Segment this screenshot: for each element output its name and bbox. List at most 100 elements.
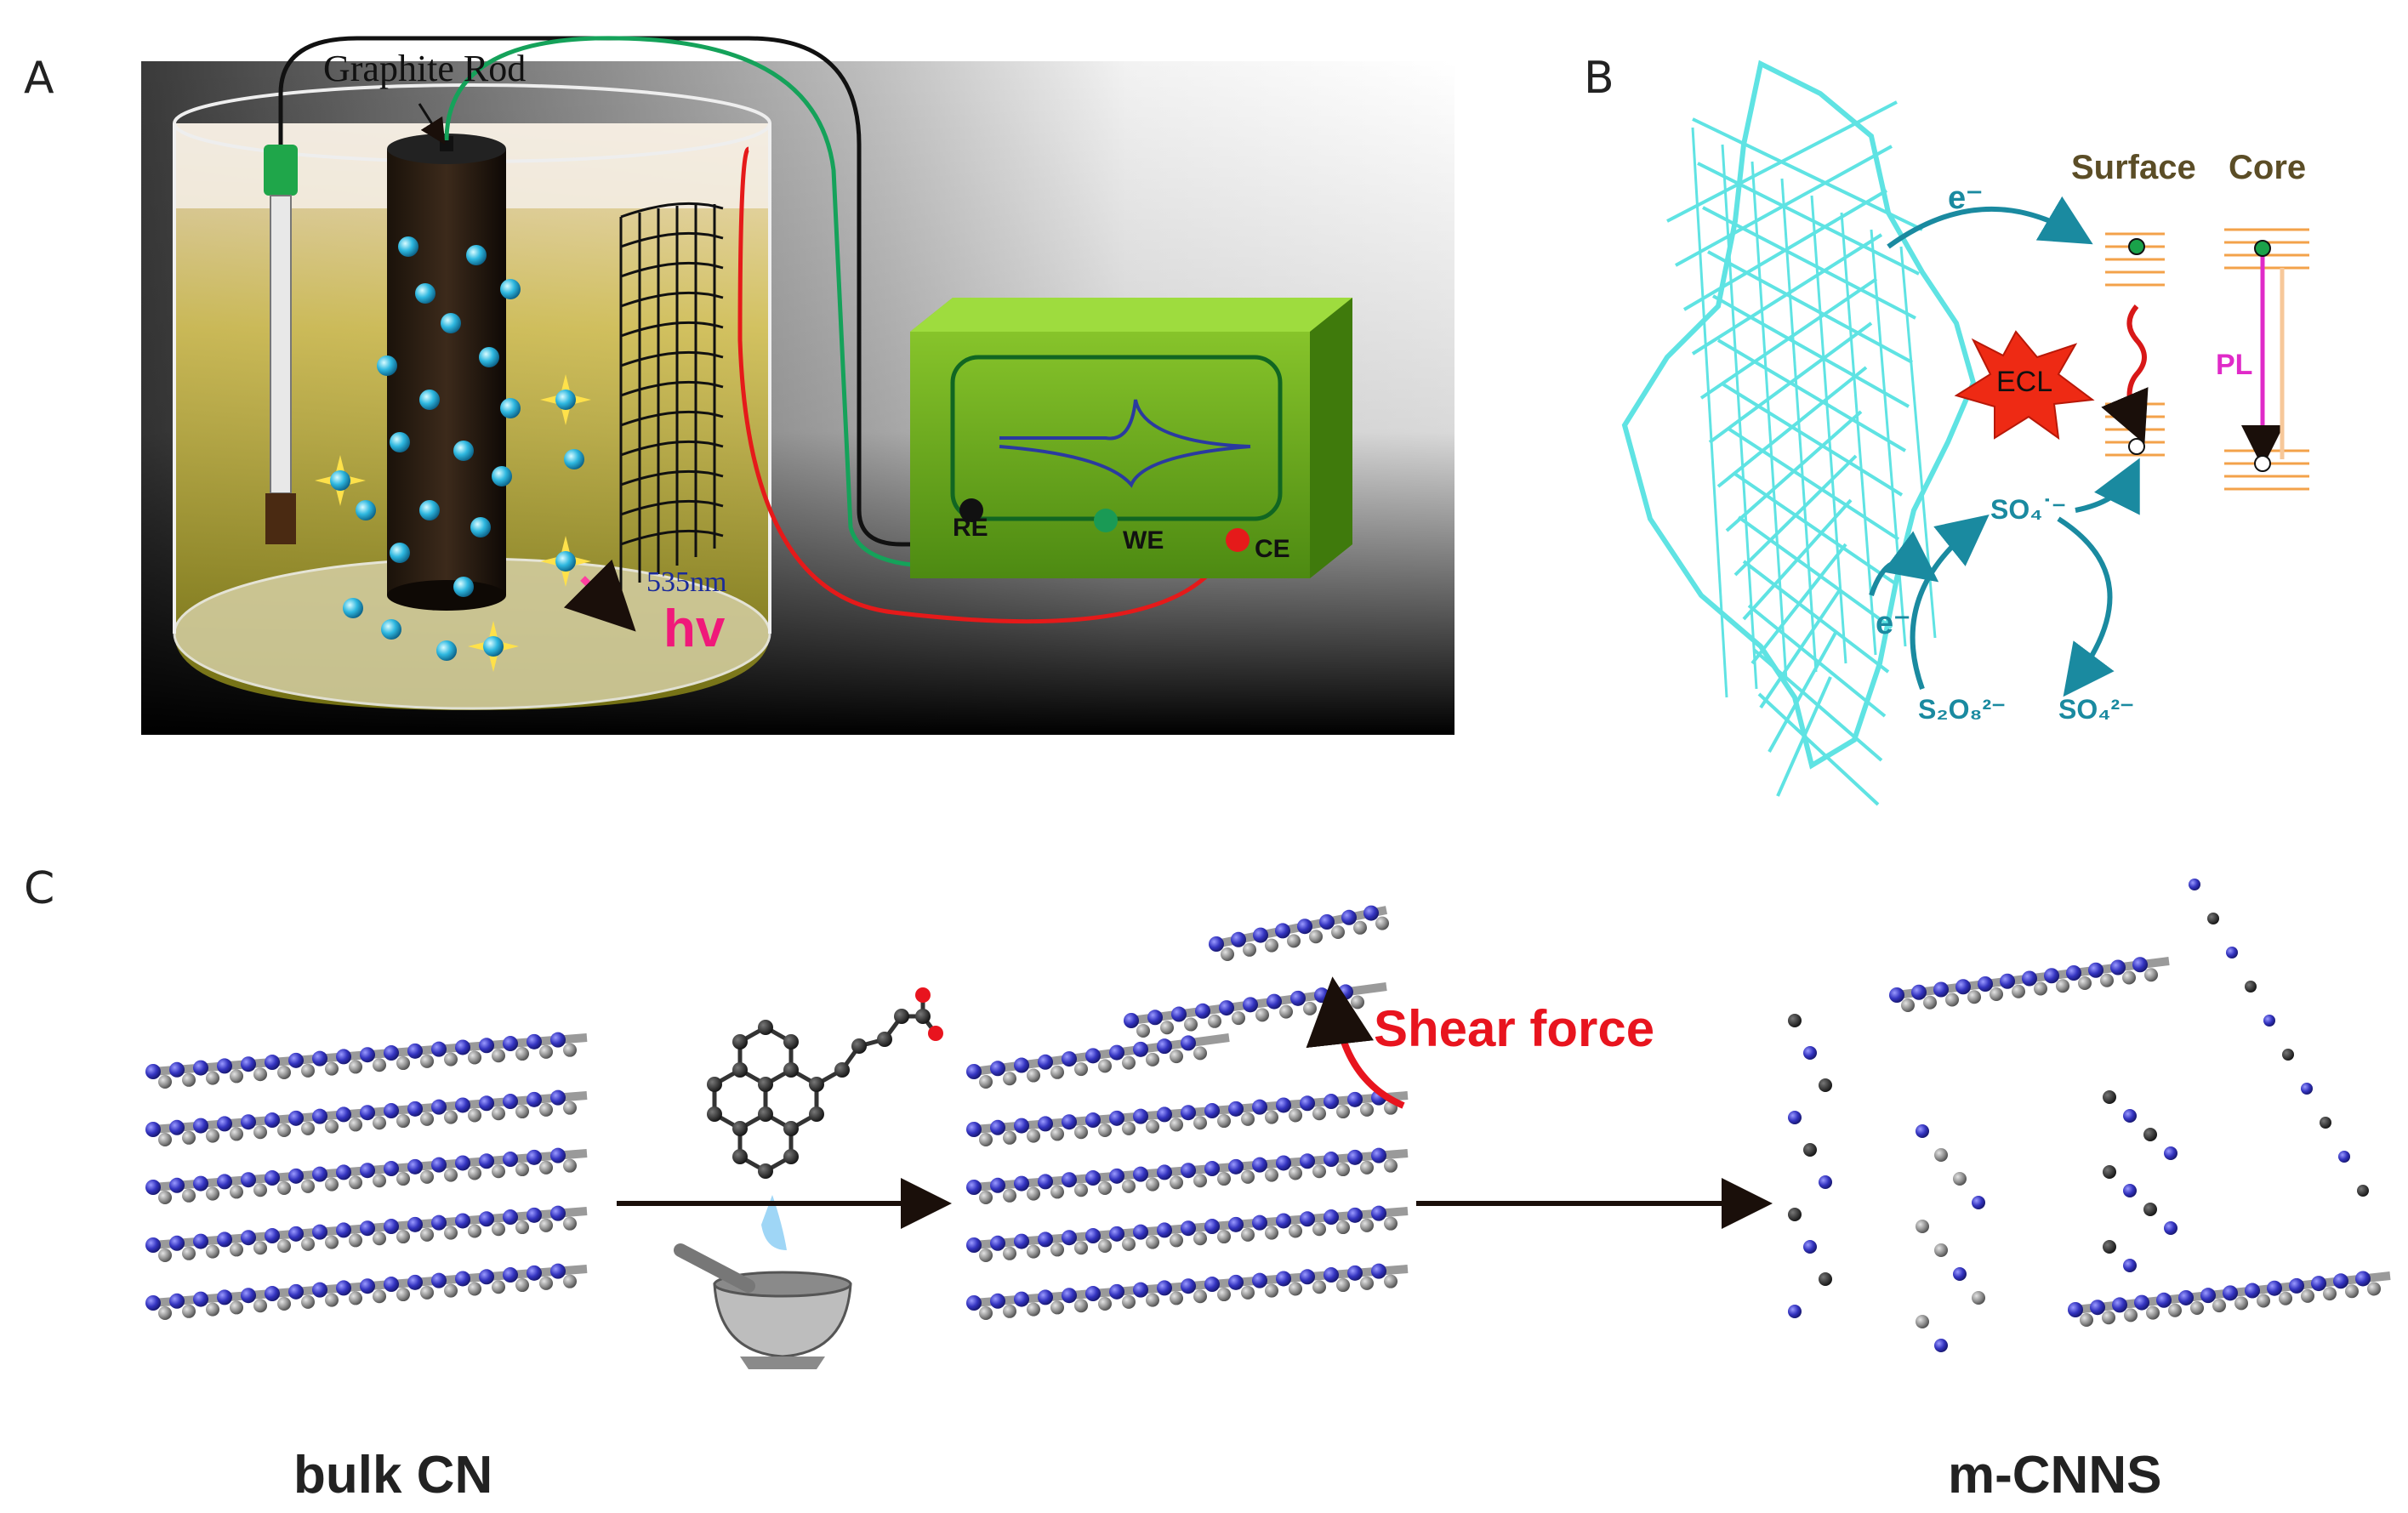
carbon-atom: [1098, 1181, 1112, 1196]
nitrogen-atom: [550, 1147, 566, 1163]
carbon-atom: [2144, 968, 2158, 982]
nitrogen-atom: [336, 1164, 351, 1180]
nitrogen-atom: [241, 1230, 256, 1246]
product-atom: [1788, 1014, 1802, 1027]
nitrogen-atom: [1147, 1010, 1163, 1026]
nitrogen-atom: [2110, 959, 2126, 975]
nitrogen-atom: [1319, 914, 1335, 930]
product-atom: [1972, 1291, 1985, 1305]
product-atom: [1916, 1124, 1929, 1138]
product-atom: [2143, 1128, 2157, 1141]
nitrogen-atom: [479, 1095, 494, 1112]
carbon-atom: [1027, 1068, 1040, 1083]
nitrogen-atom: [2068, 1302, 2083, 1317]
mortar-and-pestle: [674, 1195, 852, 1369]
panel-a-illustration: [141, 36, 1454, 735]
nitrogen-atom: [455, 1039, 470, 1055]
nitrogen-atom: [1228, 1274, 1244, 1290]
nitrogen-atom: [1014, 1233, 1029, 1249]
nitrogen-atom: [360, 1047, 375, 1063]
nitrogen-atom: [1157, 1280, 1172, 1296]
carbon-atom: [420, 1227, 434, 1242]
nitrogen-atom: [1181, 1035, 1196, 1051]
nitrogen-atom: [1363, 905, 1379, 921]
surface-transition: [2101, 304, 2149, 445]
nitrogen-atom: [1276, 1271, 1291, 1287]
product-atom: [2301, 1083, 2313, 1095]
nitrogen-atom: [1062, 1288, 1077, 1304]
persulfate-label: S₂O₈²⁻: [1918, 694, 2006, 725]
nitrogen-atom: [2132, 957, 2148, 973]
carbon-atom: [1146, 1177, 1159, 1192]
nitrogen-atom: [1300, 1153, 1315, 1169]
molecule-atom: [783, 1034, 799, 1049]
nitrogen-atom: [1109, 1226, 1124, 1242]
nitrogen-atom: [265, 1286, 280, 1302]
nitrogen-atom: [241, 1172, 256, 1188]
carbon-atom: [396, 1056, 410, 1071]
product-atom: [2320, 1117, 2331, 1129]
carbon-atom: [1303, 1001, 1317, 1015]
carbon-atom: [1193, 1116, 1207, 1130]
nitrogen-atom: [384, 1219, 399, 1235]
product-atom: [1934, 1339, 1948, 1352]
nitrogen-atom: [1300, 1095, 1315, 1112]
nitrogen-atom: [169, 1235, 185, 1251]
carbon-atom: [1265, 1168, 1278, 1182]
mesh-strand: [1702, 206, 1916, 320]
nitrogen-atom: [503, 1209, 518, 1226]
carbon-atom: [277, 1239, 291, 1254]
nitrogen-atom: [336, 1222, 351, 1238]
nitrogen-atom: [1181, 1163, 1196, 1179]
nitrogen-atom: [966, 1122, 982, 1137]
carbon-atom: [182, 1130, 196, 1145]
carbon-atom: [2190, 1300, 2204, 1315]
carbon-atom: [349, 1060, 362, 1074]
product-atom: [1803, 1046, 1817, 1060]
carbon-atom: [253, 1183, 267, 1197]
mesh-strand: [1712, 294, 1910, 408]
carbon-atom: [1074, 1062, 1088, 1077]
counter-electrode-mesh: [619, 202, 724, 591]
nitrogen-atom: [503, 1267, 518, 1283]
carbon-atom: [1003, 1130, 1016, 1145]
nitrogen-atom: [1338, 984, 1353, 1000]
product-atom: [2103, 1165, 2116, 1179]
panel-label-a: A: [24, 53, 54, 104]
nitrogen-atom: [1157, 1106, 1172, 1123]
carbon-atom: [1945, 993, 1959, 1007]
mesh-strand: [1666, 100, 1898, 223]
carbon-atom: [515, 1278, 529, 1293]
carbon-atom: [1193, 1046, 1207, 1061]
nitrogen-atom: [384, 1045, 399, 1061]
product-atom: [1819, 1175, 1832, 1189]
carbon-atom: [253, 1299, 267, 1313]
carbon-atom: [1074, 1125, 1088, 1140]
molecule-atom: [809, 1106, 824, 1122]
carbon-atom: [1217, 1288, 1231, 1302]
nitrogen-atom: [288, 1283, 304, 1300]
nitrogen-atom: [1297, 919, 1312, 935]
product-atom: [2263, 1015, 2275, 1027]
carbon-atom: [349, 1233, 362, 1248]
mesh-strand: [1780, 178, 1818, 673]
panel-label-b: B: [1584, 53, 1614, 104]
carbon-atom: [468, 1108, 481, 1123]
carbon-atom: [1990, 987, 2003, 1001]
carbon-atom: [1170, 1049, 1183, 1064]
carbon-atom: [1217, 1172, 1231, 1186]
carbon-atom: [1241, 1112, 1255, 1126]
potentiostat: [910, 298, 1352, 578]
carbon-atom: [230, 1243, 243, 1257]
carbon-atom: [1255, 1008, 1269, 1022]
nitrogen-atom: [1347, 1265, 1363, 1281]
surface-hole: [2128, 438, 2145, 455]
carbon-atom: [349, 1175, 362, 1190]
mesh-strand: [1810, 195, 1847, 664]
nitrogen-atom: [169, 1293, 185, 1309]
carbon-atom: [301, 1063, 315, 1078]
carbon-atom: [2212, 1299, 2226, 1313]
nitrogen-atom: [360, 1163, 375, 1179]
mesh-strand: [1721, 144, 1758, 690]
nitrogen-atom: [1228, 1158, 1244, 1175]
